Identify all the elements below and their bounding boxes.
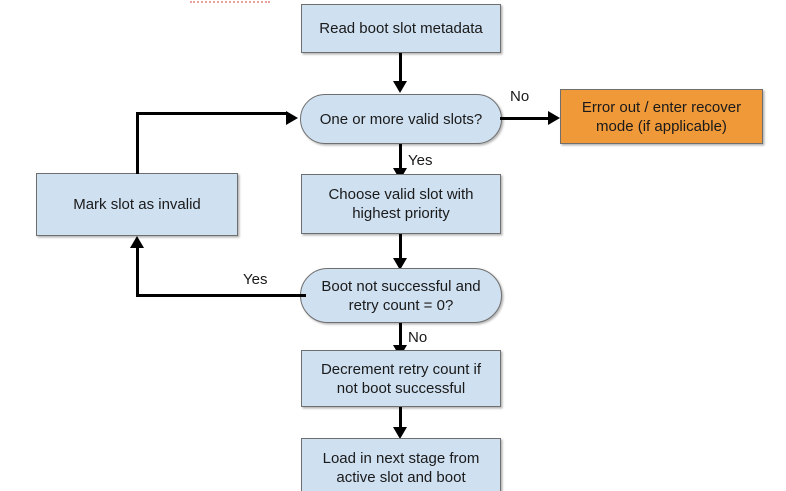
edge-retry-no [399, 323, 402, 347]
node-label: Load in next stage from active slot and … [317, 449, 486, 487]
node-one-or-more-valid-slots: One or more valid slots? [300, 94, 502, 144]
node-choose-valid-slot: Choose valid slot with highest priority [301, 174, 501, 234]
node-label: Boot not successful and retry count = 0? [315, 277, 486, 315]
edge-label-retry-no: No [408, 329, 428, 346]
node-decrement-retry-count: Decrement retry count if not boot succes… [301, 350, 501, 407]
edge-decrement-to-load-next-stage [399, 407, 402, 429]
edge-mark-slot-to-valid-slots-segment [136, 112, 288, 115]
node-mark-slot-as-invalid: Mark slot as invalid [36, 173, 238, 236]
node-label: Error out / enter recover mode (if appli… [576, 98, 747, 136]
edge-label-retry-yes: Yes [243, 271, 268, 288]
edge-retry-yes-vertical [136, 248, 139, 297]
arrowhead-down-to-valid-slots [393, 81, 407, 93]
arrowhead-right-to-error-out [548, 111, 560, 125]
arrowhead-up-to-mark-slot [130, 236, 144, 248]
node-label: Mark slot as invalid [73, 196, 201, 213]
edge-read-to-valid-slots [399, 53, 402, 83]
arrowhead-down-to-retry-check [393, 258, 407, 270]
edge-valid-slots-yes [399, 144, 402, 170]
node-label-line-1: Boot not successful and [321, 277, 481, 295]
node-label: Read boot slot metadata [319, 20, 483, 37]
node-read-boot-slot-metadata: Read boot slot metadata [301, 4, 501, 53]
node-boot-not-successful-retry-zero: Boot not successful and retry count = 0? [300, 268, 502, 323]
node-label-line-2: not boot successful [336, 379, 466, 397]
edge-label-valid-slots-no: No [510, 88, 530, 105]
node-label-line-1: Decrement retry count if [320, 360, 482, 378]
node-label-line-2: active slot and boot [336, 469, 466, 486]
edge-choose-slot-to-retry-check [399, 234, 402, 260]
node-label-line-2: retry count = 0? [348, 296, 454, 314]
node-label-line-1: Load in next stage from [322, 450, 480, 467]
edge-retry-yes-horizontal [136, 294, 306, 297]
node-label-line-2: mode (if applicable) [596, 117, 727, 135]
red-dotted-marker [190, 1, 270, 3]
node-load-next-stage: Load in next stage from active slot and … [301, 438, 501, 491]
node-label: Decrement retry count if not boot succes… [315, 360, 487, 398]
edge-label-valid-slots-yes: Yes [408, 152, 433, 169]
node-label: Choose valid slot with highest priority [322, 185, 479, 223]
node-label: One or more valid slots? [319, 110, 483, 128]
arrowhead-right-to-valid-slots [286, 111, 298, 125]
node-label-line-2: highest priority [352, 205, 450, 222]
node-label-line-1: Error out / enter recover [581, 98, 742, 116]
arrowhead-down-to-load-next-stage [393, 427, 407, 439]
edge-valid-slots-no [500, 117, 550, 120]
node-label-line-1: Choose valid slot with [328, 186, 474, 203]
node-error-out-enter-recover-mode: Error out / enter recover mode (if appli… [560, 89, 763, 144]
edge-mark-slot-up-segment [136, 112, 139, 174]
